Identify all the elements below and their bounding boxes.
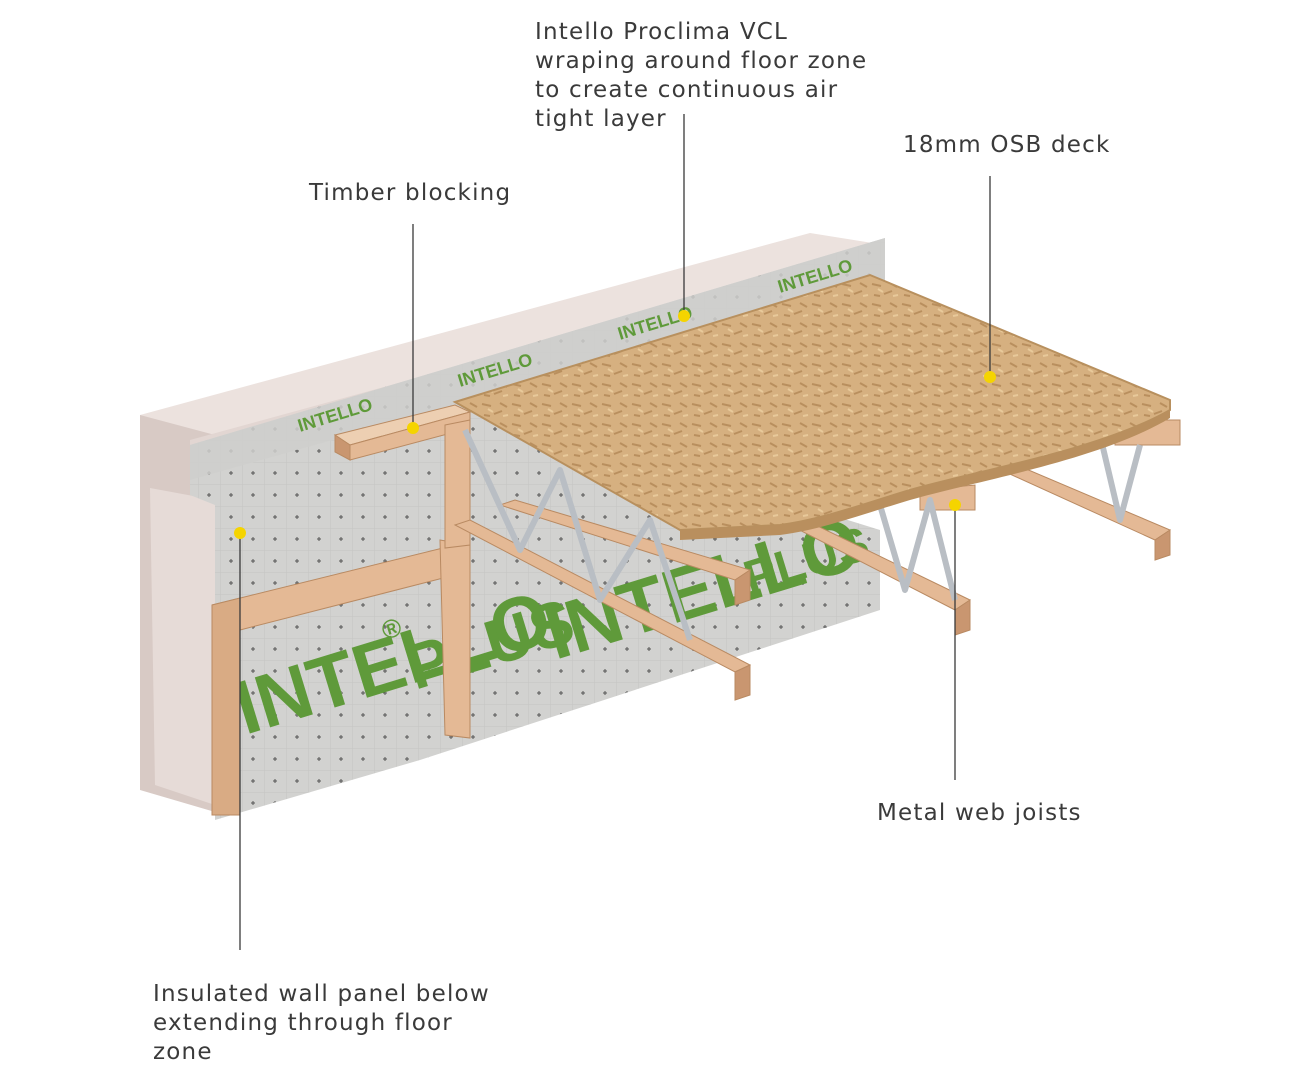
osb-callout-line-1: 18mm OSB deck bbox=[903, 132, 1111, 158]
blocking-callout-line-1: Timber blocking bbox=[309, 180, 512, 206]
joists-callout-line-1: Metal web joists bbox=[877, 800, 1082, 826]
vcl-callout-line-2: wraping around floor zone bbox=[535, 48, 868, 74]
wall-callout-label: Insulated wall panel below extending thr… bbox=[153, 980, 490, 1067]
osb-deck bbox=[452, 273, 1171, 540]
osb-marker bbox=[984, 371, 996, 383]
timber-blocking bbox=[333, 404, 472, 549]
blocking-callout-label: Timber blocking bbox=[309, 179, 511, 208]
wall-callout-line-3: zone bbox=[153, 1039, 213, 1065]
wall-marker bbox=[234, 527, 246, 539]
wall-callout-line-1: Insulated wall panel below bbox=[153, 981, 490, 1007]
joists-callout-label: Metal web joists bbox=[877, 799, 1082, 828]
wall-callout-line-2: extending through floor bbox=[153, 1010, 453, 1036]
joists-marker bbox=[949, 499, 961, 511]
wall-studs bbox=[211, 539, 471, 816]
vcl-callout-line-4: tight layer bbox=[535, 106, 667, 132]
blocking-marker bbox=[407, 422, 419, 434]
vcl-callout-label: Intello Proclima VCL wraping around floo… bbox=[535, 18, 867, 134]
osb-callout-label: 18mm OSB deck bbox=[903, 131, 1111, 160]
vcl-marker bbox=[678, 310, 690, 322]
vcl-callout-line-1: Intello Proclima VCL bbox=[535, 19, 789, 45]
vcl-callout-line-3: to create continuous air bbox=[535, 77, 839, 103]
